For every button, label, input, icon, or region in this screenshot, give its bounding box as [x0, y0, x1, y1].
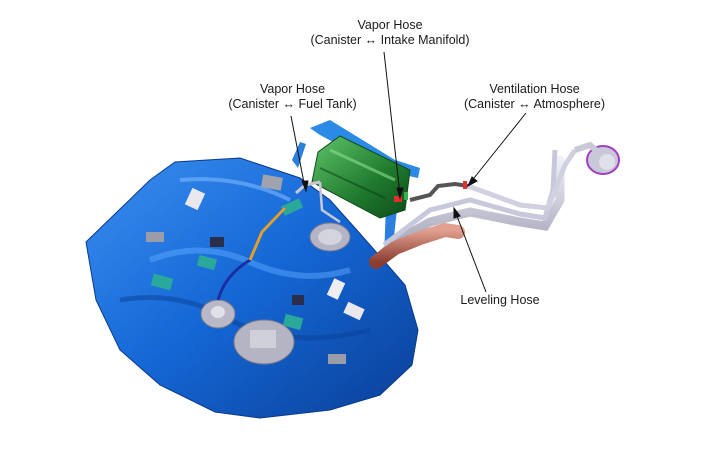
- label-title: Vapor Hose: [259, 82, 326, 96]
- filler-neck: [369, 141, 620, 269]
- label-title: Vapor Hose: [357, 18, 423, 32]
- fuel-tank: [85, 157, 419, 419]
- label-title: Leveling Hose: [460, 293, 540, 307]
- label-ventilation-hose: Ventilation Hose (Canister ↔ Atmosphere): [442, 82, 627, 112]
- canister: [311, 135, 411, 219]
- label-subtitle: (Canister ↔ Intake Manifold): [310, 33, 470, 47]
- label-subtitle: (Canister ↔ Fuel Tank): [228, 97, 357, 111]
- leader-lines: [290, 51, 527, 293]
- label-leveling-hose: Leveling Hose: [450, 293, 550, 308]
- label-vapor-hose-fuel-tank: Vapor Hose (Canister ↔ Fuel Tank): [210, 82, 375, 112]
- label-subtitle: (Canister ↔ Atmosphere): [463, 97, 606, 111]
- label-title: Ventilation Hose: [489, 82, 580, 96]
- label-vapor-hose-intake-manifold: Vapor Hose (Canister ↔ Intake Manifold): [290, 18, 490, 48]
